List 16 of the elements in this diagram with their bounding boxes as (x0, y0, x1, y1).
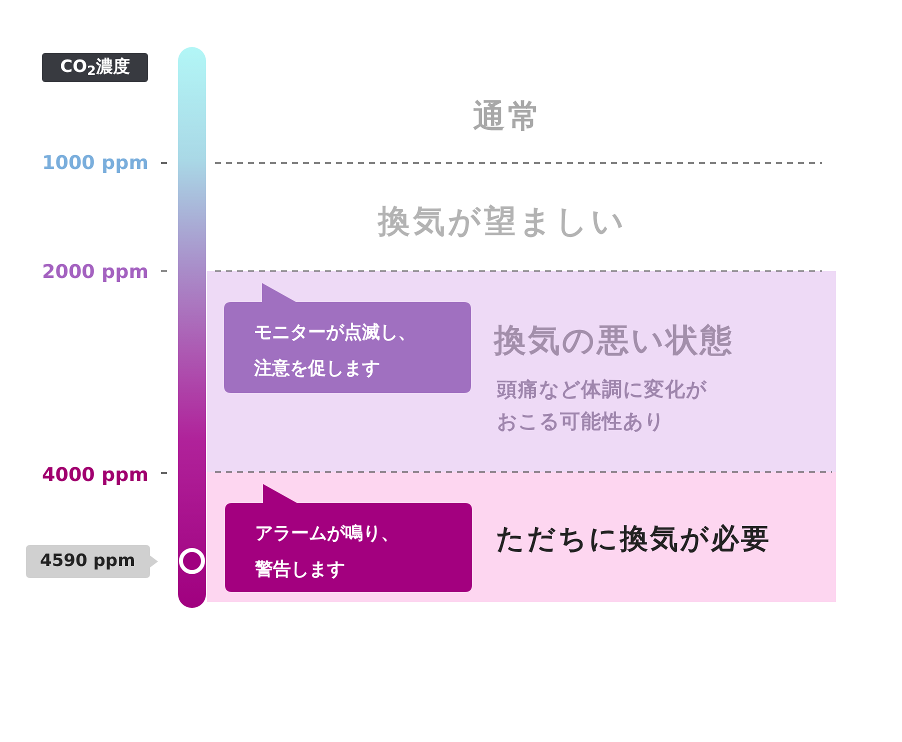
threshold-label: 2000 ppm (42, 260, 148, 285)
callout-text: アラームが鳴り、警告します (255, 522, 400, 582)
axis-title-badge: CO$_{2}$濃度 (42, 53, 148, 82)
zone-band (207, 271, 836, 472)
zone-label: 換気が望ましい (378, 201, 627, 242)
zone-title: ただちに換気が必要 (496, 521, 771, 557)
speech-bubble (224, 283, 471, 393)
zone-band (207, 472, 836, 602)
callout-text: モニターが点滅し、注意を促します (254, 321, 417, 381)
zone-title: 換気の悪い状態 (494, 320, 734, 361)
threshold-label: 1000 ppm (42, 151, 148, 176)
zone-description: 頭痛など体調に変化がおこる可能性あり (497, 376, 708, 435)
threshold-label: 4000 ppm (42, 463, 148, 488)
speech-bubble (225, 484, 472, 592)
value-tag: 4590 ppm (26, 545, 158, 578)
zone-label: 通常 (472, 96, 544, 137)
